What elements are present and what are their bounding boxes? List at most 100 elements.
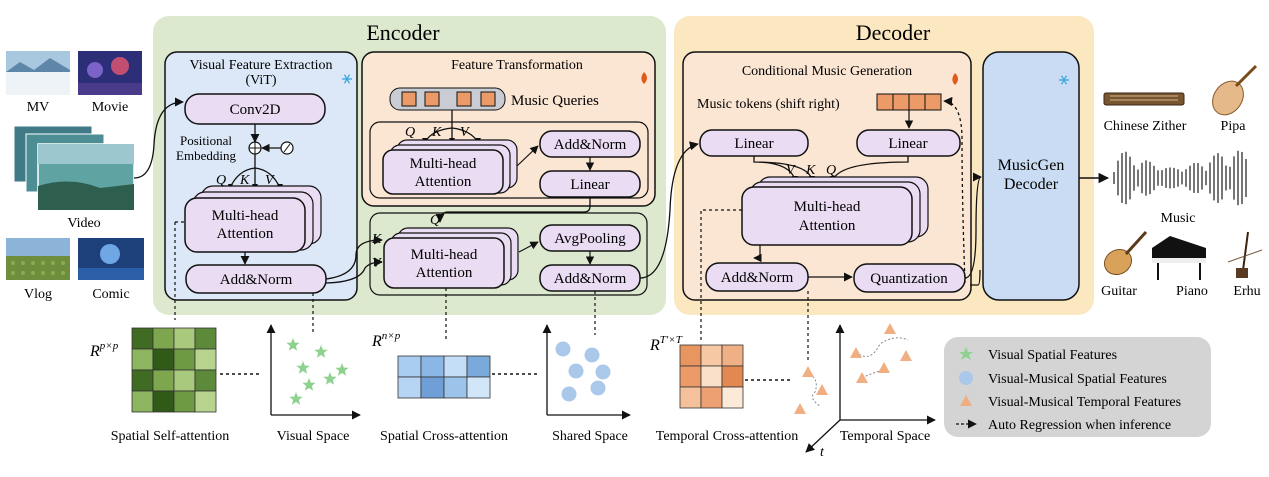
mat3-notation: RT′×T bbox=[649, 334, 683, 354]
comic-thumbnail bbox=[78, 238, 144, 280]
cmg-linear-right-label: Linear bbox=[888, 136, 927, 152]
matrix-cell bbox=[397, 376, 422, 399]
matrix-cell bbox=[397, 355, 422, 378]
matrix-cell bbox=[152, 348, 175, 371]
chinese-zither-label: Chinese Zither bbox=[1104, 119, 1187, 134]
video-frames bbox=[13, 125, 135, 211]
cross-addnorm-label: Add&Norm bbox=[554, 271, 627, 287]
mat1-notation: Rp×p bbox=[89, 340, 119, 360]
visual-spatial-feature-points bbox=[286, 338, 349, 405]
matrix-cell bbox=[721, 365, 744, 388]
cmg-mha-line2: Attention bbox=[799, 218, 856, 234]
cmg-mha-block bbox=[741, 186, 913, 246]
mat2-label: Spatial Cross-attention bbox=[380, 429, 508, 444]
matrix-cell bbox=[152, 390, 175, 413]
cmg-mha-line1: Multi-head bbox=[794, 199, 861, 215]
visual-space-axes bbox=[266, 324, 361, 420]
matrix-cell bbox=[721, 386, 744, 409]
triangle-icon bbox=[960, 395, 972, 406]
matrix-cell bbox=[152, 369, 175, 392]
flame-icon bbox=[641, 72, 647, 84]
video-label: Video bbox=[67, 216, 100, 231]
matrix-cell bbox=[420, 355, 445, 378]
erhu-label: Erhu bbox=[1233, 284, 1260, 299]
cmg-linear-left-label: Linear bbox=[734, 136, 773, 152]
cmg-k: K bbox=[805, 163, 816, 178]
vit-mha-block bbox=[184, 197, 306, 253]
ft-mha-line2: Attention bbox=[415, 174, 472, 190]
vit-q: Q bbox=[216, 173, 226, 188]
mv-thumbnail bbox=[6, 51, 70, 95]
matrix-cell bbox=[721, 344, 744, 367]
snowflake-icon bbox=[1059, 75, 1069, 85]
ft-mha-line1: Multi-head bbox=[410, 156, 477, 172]
matrix-cell bbox=[173, 390, 196, 413]
mat1-label: Spatial Self-attention bbox=[111, 429, 230, 444]
quantization-label: Quantization bbox=[870, 271, 948, 287]
pipa-icon bbox=[1212, 64, 1258, 116]
svg-text:Visual-Musical Temporal Featur: Visual-Musical Temporal Features bbox=[988, 395, 1181, 410]
vlog-thumbnail bbox=[6, 238, 70, 280]
temporal-space-axes bbox=[805, 324, 936, 453]
matrix-cell bbox=[700, 365, 723, 388]
spatial-cross-attention-matrix bbox=[397, 355, 491, 399]
legend-box bbox=[944, 337, 1211, 437]
avgpooling-label: AvgPooling bbox=[554, 231, 626, 247]
cross-mha-line2: Attention bbox=[416, 265, 473, 281]
vit-mha-line2: Attention bbox=[217, 226, 274, 242]
positional-label-2: Embedding bbox=[176, 148, 236, 163]
legend-item-visual-musical-spatial: Visual-Musical Spatial Features bbox=[959, 371, 1167, 387]
piano-label: Piano bbox=[1176, 284, 1208, 299]
vit-k: K bbox=[239, 173, 250, 188]
comic-label: Comic bbox=[92, 287, 129, 302]
matrix-cell bbox=[173, 348, 196, 371]
vit-addnorm-label: Add&Norm bbox=[220, 272, 293, 288]
matrix-cell bbox=[443, 376, 468, 399]
star-marker bbox=[314, 345, 328, 358]
mat2-notation: Rn×p bbox=[371, 330, 401, 350]
matrix-cell bbox=[194, 369, 217, 392]
t-axis-label: t bbox=[820, 445, 825, 460]
matrix-cell bbox=[679, 365, 702, 388]
vit-mha-line1: Multi-head bbox=[212, 208, 279, 224]
cross-mha-block bbox=[383, 237, 505, 289]
chinese-zither-icon bbox=[1103, 92, 1185, 106]
music-tokens-label: Music tokens (shift right) bbox=[697, 97, 840, 112]
guitar-label: Guitar bbox=[1101, 284, 1137, 299]
mv-label: MV bbox=[27, 100, 50, 115]
ft-v: V bbox=[460, 125, 470, 140]
piano-icon bbox=[1152, 236, 1206, 280]
shared-space-axes bbox=[542, 324, 631, 420]
music-waveform-icon bbox=[1113, 150, 1247, 206]
vit-title-line1: Visual Feature Extraction bbox=[189, 58, 332, 73]
legend-item-visual-musical-temporal: Visual-Musical Temporal Features bbox=[960, 395, 1181, 410]
svg-text:Visual-Musical Spatial Feature: Visual-Musical Spatial Features bbox=[988, 372, 1167, 387]
erhu-icon bbox=[1227, 231, 1263, 279]
matrix-cell bbox=[152, 327, 175, 350]
star-marker bbox=[302, 378, 316, 391]
matrix-cell bbox=[131, 327, 154, 350]
vlog-label: Vlog bbox=[24, 287, 52, 302]
star-marker bbox=[289, 392, 303, 405]
ft-title: Feature Transformation bbox=[451, 58, 583, 73]
shared-space-label: Shared Space bbox=[552, 429, 628, 444]
mat3-label: Temporal Cross-attention bbox=[656, 429, 799, 444]
guitar-icon bbox=[1103, 230, 1148, 276]
temporal-cross-attention-matrix bbox=[679, 344, 744, 409]
music-label: Music bbox=[1161, 211, 1196, 226]
legend-item-visual-spatial: Visual Spatial Features bbox=[959, 347, 1117, 363]
positional-label-1: Positional bbox=[180, 133, 232, 148]
flame-icon bbox=[952, 73, 958, 85]
vit-v: V bbox=[265, 173, 275, 188]
cmg-v: V bbox=[786, 163, 796, 178]
star-icon bbox=[959, 347, 973, 360]
legend-item-auto-regression: Auto Regression when inference bbox=[956, 418, 1171, 433]
ft-k: K bbox=[431, 125, 442, 140]
matrix-cell bbox=[700, 344, 723, 367]
matrix-cell bbox=[194, 348, 217, 371]
visual-musical-spatial-feature-points bbox=[555, 341, 611, 402]
cross-mha-line1: Multi-head bbox=[411, 247, 478, 263]
movie-thumbnail bbox=[78, 51, 142, 95]
matrix-cell bbox=[700, 386, 723, 409]
